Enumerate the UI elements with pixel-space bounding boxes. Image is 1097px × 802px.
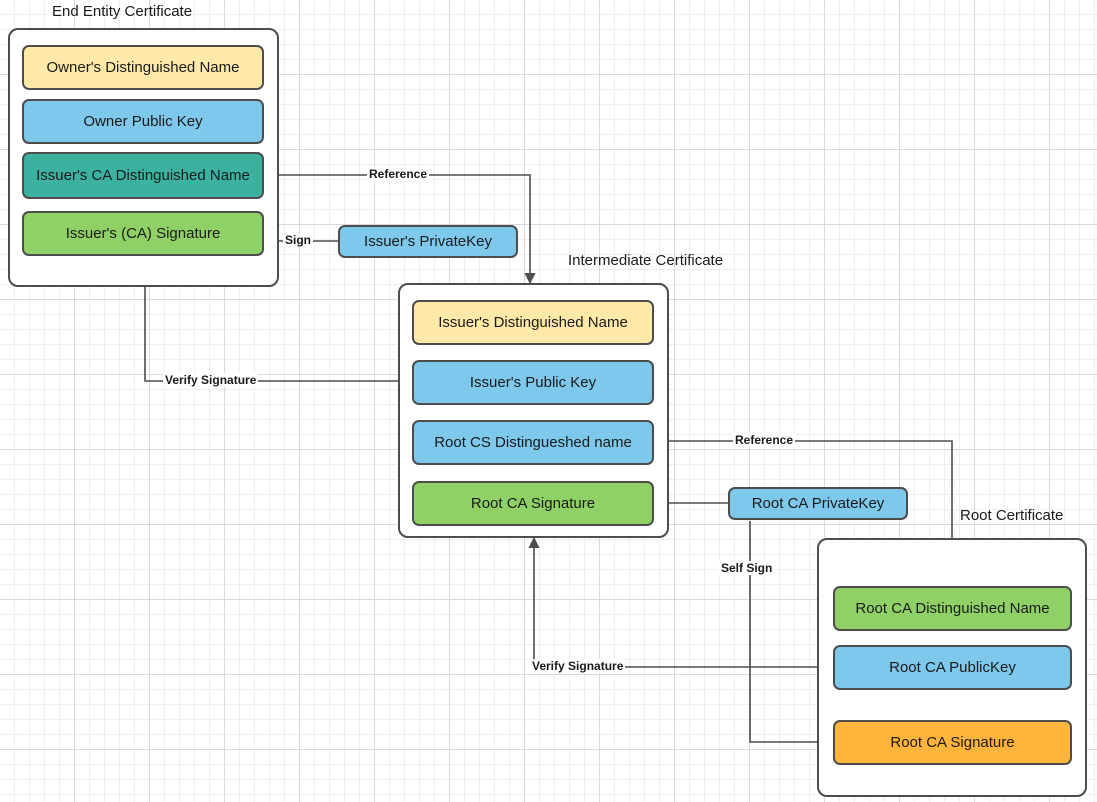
field-root-cs-distingueshed-name[interactable]: Root CS Distingueshed name	[412, 420, 654, 465]
field-root-ca-publickey[interactable]: Root CA PublicKey	[833, 645, 1072, 690]
edge-label-reference-intermediate: Reference	[733, 433, 796, 447]
edge-verify-intermediate	[528, 536, 833, 668]
group-title-intermediate: Intermediate Certificate	[568, 252, 724, 269]
node-issuers-privatekey[interactable]: Issuer's PrivateKey	[338, 225, 518, 258]
node-root-ca-privatekey[interactable]: Root CA PrivateKey	[728, 487, 908, 520]
edge-label-sign: Sign	[283, 233, 313, 247]
field-owner-public-key[interactable]: Owner Public Key	[22, 99, 264, 144]
field-intermediate-root-ca-signature[interactable]: Root CA Signature	[412, 481, 654, 526]
group-title-end-entity: End Entity Certificate	[52, 3, 193, 20]
edge-label-verify-intermediate: Verify Signature	[530, 659, 626, 673]
field-issuers-public-key[interactable]: Issuer's Public Key	[412, 360, 654, 405]
edge-label-reference-end-entity: Reference	[367, 167, 430, 181]
field-root-root-ca-signature[interactable]: Root CA Signature	[833, 720, 1072, 765]
field-issuers-ca-signature[interactable]: Issuer's (CA) Signature	[22, 211, 264, 256]
field-owners-distinguished-name[interactable]: Owner's Distinguished Name	[22, 45, 264, 90]
field-root-ca-distinguished-name[interactable]: Root CA Distinguished Name	[833, 586, 1072, 631]
edge-label-self-sign: Self Sign	[719, 561, 775, 575]
field-issuers-distinguished-name[interactable]: Issuer's Distinguished Name	[412, 300, 654, 345]
edge-label-verify-end-entity: Verify Signature	[163, 373, 259, 387]
field-issuers-ca-distinguished-name[interactable]: Issuer's CA Distinguished Name	[22, 152, 264, 199]
group-title-root: Root Certificate	[960, 507, 1064, 524]
